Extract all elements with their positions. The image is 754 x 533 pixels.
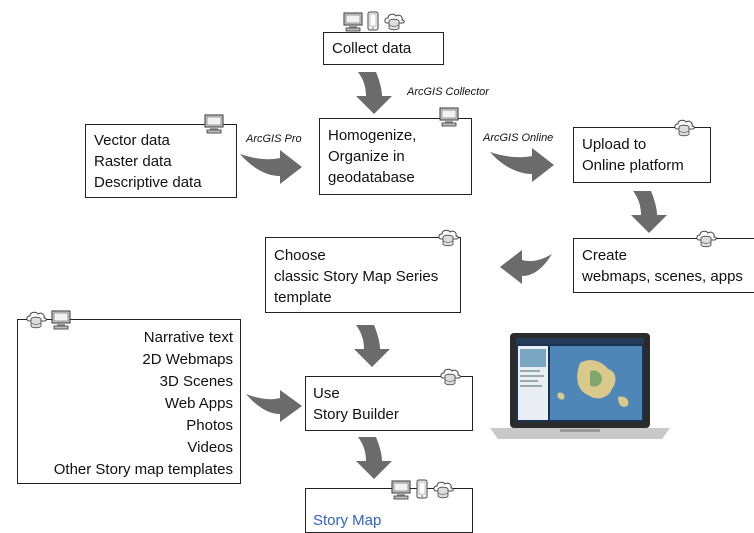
cloud-database-icon — [438, 229, 459, 247]
choose-template-box — [265, 237, 461, 313]
arrow-choose-to-use — [354, 325, 390, 367]
content-item: Other Story map templates — [53, 461, 233, 478]
content-item: Narrative text — [143, 329, 233, 346]
arrow-create-to-choose — [500, 250, 552, 284]
content-box — [17, 319, 241, 484]
upload-line: Online platform — [582, 157, 684, 174]
content-item: Web Apps — [164, 395, 233, 412]
arrow-use-to-storymap — [356, 437, 392, 479]
desktop-icon — [51, 310, 71, 330]
create-line: webmaps, scenes, apps — [582, 268, 743, 285]
collect-data-label: Collect data — [332, 40, 412, 57]
cloud-database-icon — [26, 311, 47, 329]
desktop-icon — [343, 12, 363, 32]
cloud-database-icon — [696, 230, 717, 248]
cloud-database-icon — [440, 368, 461, 386]
content-item: Videos — [187, 439, 233, 456]
desktop-icon — [439, 107, 459, 127]
desktop-icon — [204, 114, 224, 134]
desktop-icon — [391, 480, 411, 500]
tool-label-pro: ArcGIS Pro — [246, 133, 302, 145]
arrow-sources-to-homogenize — [240, 150, 302, 184]
arrow-upload-to-create — [631, 191, 667, 233]
laptop-illustration — [490, 333, 670, 439]
phone-icon — [367, 11, 379, 31]
choose-line: classic Story Map Series — [274, 268, 439, 285]
tool-label-online: ArcGIS Online — [483, 132, 554, 144]
source-item: Raster data — [94, 153, 172, 170]
use-line: Use — [313, 385, 340, 402]
upload-box — [573, 127, 711, 183]
arrow-content-to-use — [246, 390, 302, 422]
homogenize-line: Homogenize, — [328, 127, 417, 144]
arrow-collect-to-homogenize — [356, 72, 392, 114]
upload-line: Upload to — [582, 136, 647, 153]
cloud-database-icon — [674, 119, 695, 137]
content-item: 3D Scenes — [159, 373, 233, 390]
source-item: Vector data — [94, 132, 170, 149]
cloud-database-icon — [433, 481, 454, 499]
source-item: Descriptive data — [94, 174, 202, 191]
homogenize-line: geodatabase — [328, 169, 415, 186]
use-line: Story Builder — [313, 406, 399, 423]
homogenize-line: Organize in — [328, 148, 405, 165]
content-item: 2D Webmaps — [142, 351, 233, 368]
homogenize-box — [319, 118, 472, 195]
create-box — [573, 238, 754, 293]
tool-label-collector: ArcGIS Collector — [407, 86, 489, 98]
data-sources-box — [85, 124, 237, 198]
content-item: Photos — [186, 417, 233, 434]
collect-data-box — [323, 32, 444, 65]
arrow-homogenize-to-upload — [490, 148, 554, 182]
cloud-database-icon — [384, 13, 405, 31]
choose-line: template — [274, 289, 332, 306]
choose-line: Choose — [274, 247, 326, 264]
phone-icon — [416, 479, 428, 499]
story-map-label: Story Map — [313, 512, 382, 529]
use-builder-box — [305, 376, 473, 431]
create-line: Create — [582, 247, 628, 264]
